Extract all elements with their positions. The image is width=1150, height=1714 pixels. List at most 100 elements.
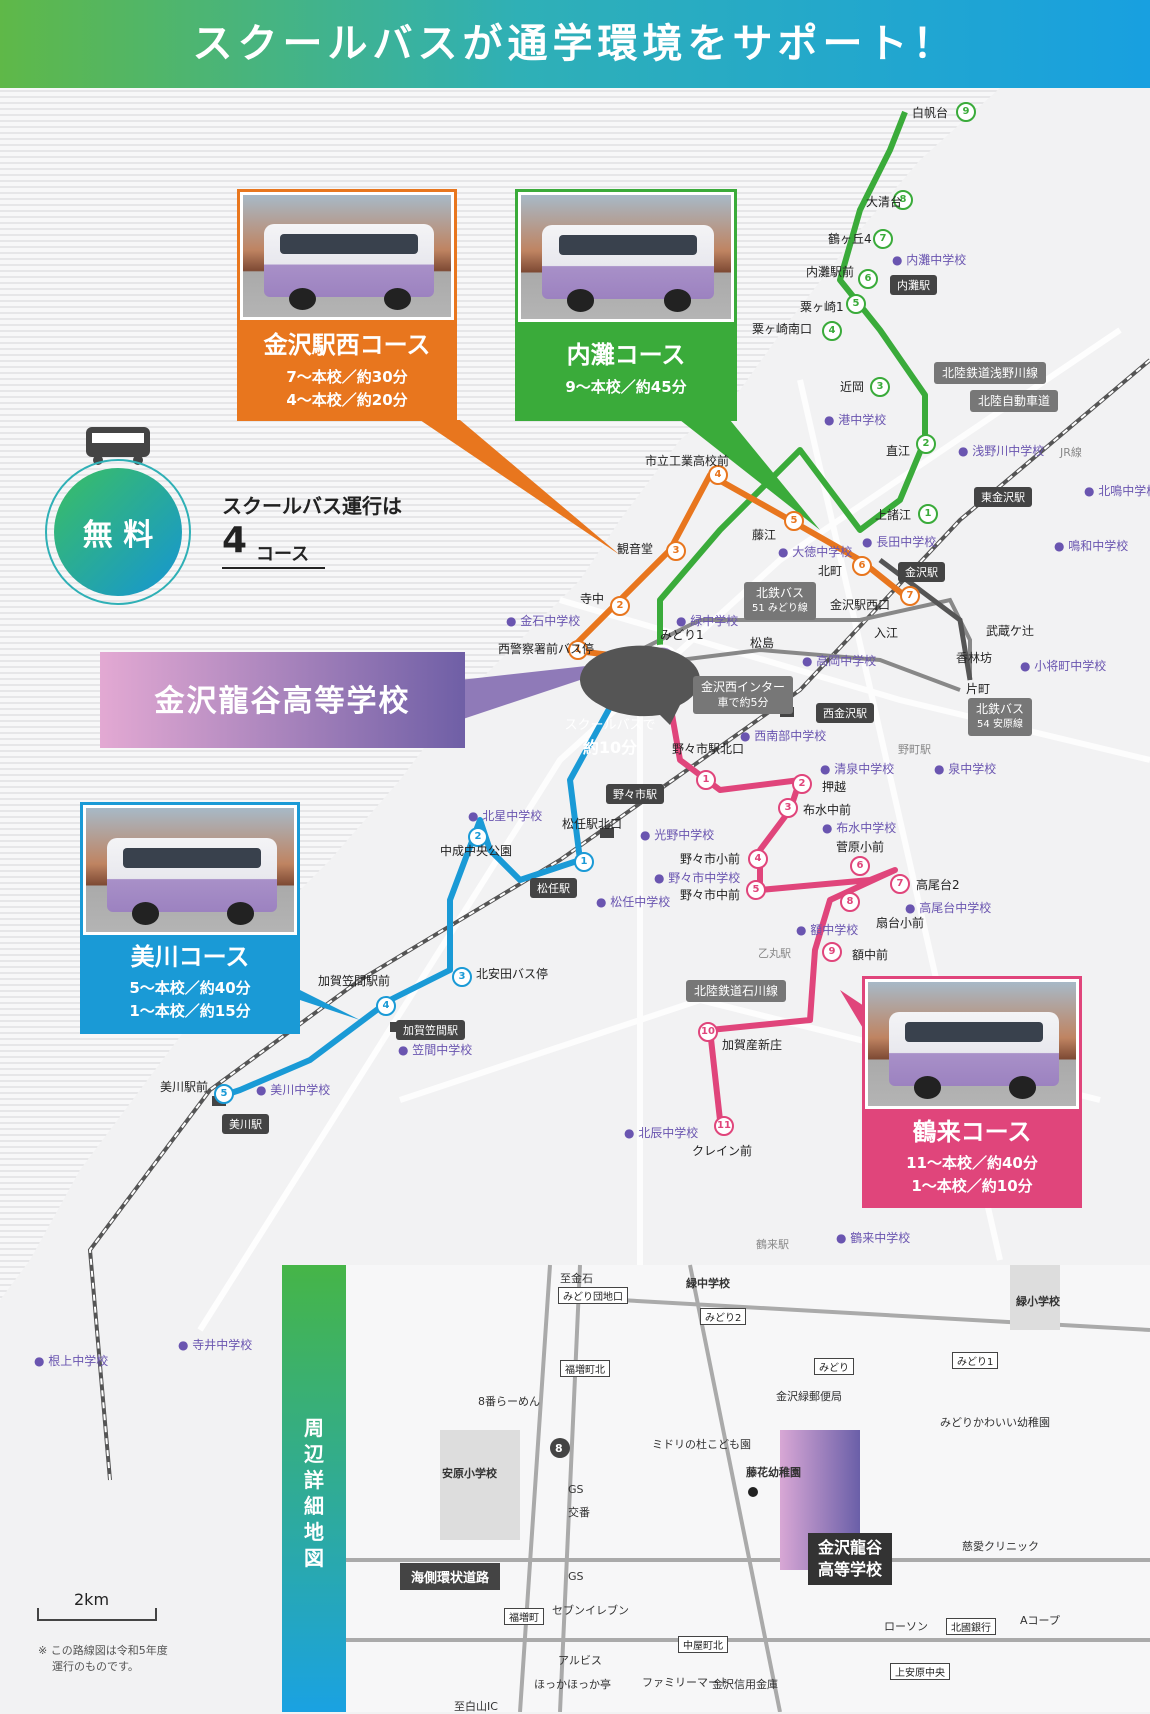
stop-label-orange: 金沢駅西口 [830,598,891,612]
school-label: ● 緑中学校 [676,614,739,628]
school-label: ● 高岡中学校 [802,654,877,668]
stop-marker-green: 3 [870,377,890,397]
inset-label: GS [568,1570,584,1583]
school-label: ● 美川中学校 [256,1083,331,1097]
inset-title: 周辺詳細地図 [304,1416,324,1570]
stop-label-pink: 額中前 [852,948,889,962]
station-label: 鶴来駅 [756,1238,789,1251]
hokutetsu-route-54 [679,647,961,692]
interchange-box: 金沢西インター車で約5分 [693,676,794,714]
inset-label: 至白山IC [454,1700,498,1713]
inset-label: 中屋町北 [678,1636,728,1653]
inset-school-label: 金沢龍谷高等学校 [808,1533,893,1585]
callout-mikawa [300,990,360,1020]
station-label: 加賀笠間駅 [396,1020,465,1040]
stop-label-pink: 加賀産新庄 [722,1038,783,1052]
bubble-line1: スクールバスで [564,718,656,733]
school-label: ● 寺井中学校 [178,1338,253,1352]
stop-label-pink: 扇台小前 [876,916,925,930]
stop-label-pink: 菅原小前 [836,840,885,854]
stop-marker-orange: 1 [568,640,588,660]
school-label: ● 光野中学校 [640,828,715,842]
course-time-west-1: 7〜本校／約30分 [286,368,408,386]
stop-label-pink: クレイン前 [692,1144,753,1158]
school-label: ● 西南部中学校 [740,729,827,743]
school-label: ● 清泉中学校 [820,762,895,776]
school-label: ● 笠間中学校 [398,1043,473,1057]
place-label: 香林坊 [956,651,993,665]
bus-photo-mikawa [83,805,297,935]
school-label: ● 高尾台中学校 [905,901,992,915]
course-title-tsurugi: 鶴来コース [912,1118,1032,1146]
stop-marker-green: 1 [918,504,938,524]
stop-label-orange: 西警察署前バス停 [498,642,595,656]
course-time-uchinada-1: 9〜本校／約45分 [565,378,687,396]
stop-label-pink: 野々市駅北口 [672,742,745,756]
bus-photo-uchinada [518,192,734,322]
stop-label-green: 粟ヶ崎1 [800,300,844,314]
inset-label: ほっかほっか亭 [534,1678,611,1691]
stop-marker-blue: 5 [214,1084,234,1104]
station-label: 金沢駅 [898,562,945,582]
inset-label: 至金石 [560,1272,593,1285]
school-label: ● 金石中学校 [506,614,581,628]
stop-marker-green: 2 [916,434,936,454]
stop-marker-green: 5 [846,294,866,314]
station-label: 美川駅 [222,1114,269,1134]
school-label: ● 港中学校 [824,413,887,427]
inset-label: みどり団地口 [558,1287,628,1304]
stop-marker-green: 8 [893,190,913,210]
course-title-west: 金沢駅西コース [263,331,431,359]
school-label: ● 大徳中学校 [778,545,853,559]
stop-marker-green: 9 [956,102,976,122]
place-label: 武蔵ケ辻 [986,624,1035,638]
course-time-mikawa-1: 5〜本校／約40分 [129,979,251,997]
stop-marker-pink: 4 [748,849,768,869]
inset-label: 安原小学校 [442,1467,497,1480]
stop-label-green: 近岡 [840,380,865,394]
school-label: ● 泉中学校 [934,762,997,776]
stop-label-pink: 野々市中前 [680,888,741,902]
inset-label: 交番 [568,1506,590,1519]
stop-marker-blue: 2 [468,827,488,847]
stop-marker-pink: 5 [746,880,766,900]
place-label: 北陸自動車道 [970,390,1059,412]
school-label: ● 長田中学校 [862,535,937,549]
stop-marker-orange: 5 [784,511,804,531]
stop-label-pink: 高尾台2 [916,878,960,892]
free-badge [54,468,182,596]
inset-label: セブンイレブン [552,1604,629,1617]
stop-marker-pink: 1 [696,770,716,790]
stop-marker-orange: 6 [852,556,872,576]
inset-label: 8番らーめん [478,1395,540,1408]
callout-uchinada [680,420,820,530]
inset-label: 緑小学校 [1016,1295,1060,1308]
inset-label: みどりかわいい幼稚園 [940,1416,1050,1429]
bus-photo-tsurugi [865,979,1079,1109]
course-time-tsurugi-2: 1〜本校／約10分 [911,1177,1033,1195]
place-label: 松島 [750,636,775,650]
callout-west [420,420,620,555]
inset-label: アルビス [558,1654,602,1667]
inset-label: 緑中学校 [686,1277,730,1290]
stop-marker-pink: 6 [850,856,870,876]
inset-label: 藤花幼稚園 [746,1466,801,1479]
school-label: ● 根上中学校 [34,1354,109,1368]
inset-label: 福増町北 [560,1360,610,1377]
stop-marker-blue: 4 [376,996,396,1016]
stop-label-orange: 観音堂 [617,542,654,556]
school-label: ● 布水中学校 [822,821,897,835]
inset-label: 海側環状道路 [400,1563,501,1590]
school-label: ● 内灘中学校 [892,253,967,267]
stop-label-blue: 松任駅北口 [562,817,623,831]
station-label: 松任駅 [530,878,577,898]
stop-label-orange: 市立工業高校前 [645,454,730,468]
station-label: 内灘駅 [890,275,937,295]
school-label: ● 松任中学校 [596,895,671,909]
place-label: 片町 [966,682,991,696]
stop-marker-pink: 2 [792,774,812,794]
course-count-text: スクールバス運行は [222,494,402,518]
stop-marker-blue: 1 [574,852,594,872]
stop-label-blue: 北安田バス停 [476,967,549,981]
inset-title-bar [282,1265,346,1712]
